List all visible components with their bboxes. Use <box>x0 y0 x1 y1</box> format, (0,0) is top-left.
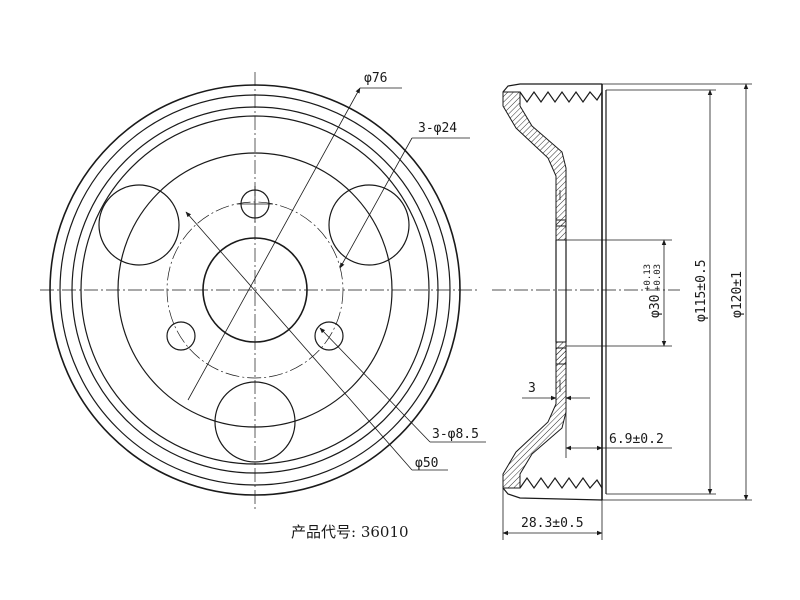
d50-label: φ50 <box>415 456 438 471</box>
large-hole-bottom <box>214 381 296 463</box>
bottom-rim-outline <box>502 487 603 501</box>
section-hatch-top <box>502 91 567 227</box>
large-hole-left <box>98 184 180 266</box>
d120-label: φ120±1 <box>730 271 745 318</box>
d50-leader <box>185 211 413 471</box>
web-circle <box>117 152 393 428</box>
bottom-grooves <box>519 476 603 490</box>
top-grooves <box>519 90 603 104</box>
hub-hatch-bottom <box>555 341 567 365</box>
holes-large-label: 3-φ24 <box>418 121 457 136</box>
product-code: 产品代号: 36010 <box>291 523 409 541</box>
small-hole-left <box>166 321 196 351</box>
holes-small-leader <box>319 327 431 443</box>
center-bore-circle <box>202 237 308 343</box>
section-view: φ30 +0.13 +0.03 φ115±0.5 φ120±1 3 6.9±0.… <box>492 83 752 540</box>
thickness-label: 3 <box>528 381 536 396</box>
d30-label: φ30 <box>648 295 663 318</box>
holes-small-label: 3-φ8.5 <box>432 427 479 442</box>
outer-rim-circle <box>49 84 461 496</box>
section-hatch-bottom <box>502 347 567 489</box>
offset-label: 6.9±0.2 <box>609 432 664 447</box>
d30-tol-lower: +0.03 <box>653 264 663 291</box>
rim-circle-3 <box>71 106 439 474</box>
d30-tol-upper: +0.13 <box>643 264 653 291</box>
hub-hatch-top <box>555 219 567 241</box>
d115-label: φ115±0.5 <box>694 259 709 322</box>
front-view: φ76 3-φ24 φ50 3-φ8.5 <box>40 71 486 510</box>
d76-leader <box>187 87 361 401</box>
small-hole-right <box>314 321 344 351</box>
rim-circle-4 <box>80 115 430 465</box>
small-hole-center-marks <box>237 186 273 222</box>
holes-large-leader <box>339 137 413 269</box>
top-rim-outline <box>502 83 602 93</box>
width-label: 28.3±0.5 <box>521 516 584 531</box>
large-hole-right <box>328 184 410 266</box>
d76-label: φ76 <box>364 71 387 86</box>
rim-circle-2 <box>59 94 451 486</box>
